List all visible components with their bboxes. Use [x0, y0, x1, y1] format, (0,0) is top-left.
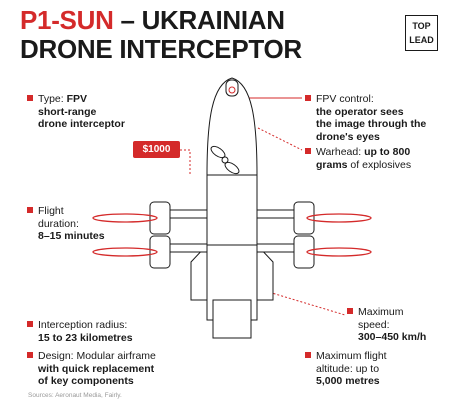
motor-right-top — [293, 201, 315, 235]
motor-left-bottom — [149, 235, 171, 269]
type-line2: short-range — [38, 105, 97, 118]
design-line3: of key components — [38, 375, 134, 387]
warhead-grams: grams — [316, 158, 348, 171]
logo-line1: TOP — [412, 21, 431, 31]
radius-line1: Interception radius: — [38, 319, 128, 331]
leader-line-speed — [261, 289, 346, 316]
design-line2: with quick replacement — [38, 362, 155, 375]
speed-line2: speed: — [358, 318, 390, 331]
drone-fin-right — [256, 243, 274, 301]
callout-type: Type: FPV short-range drone interceptor — [27, 93, 125, 131]
drone-tail — [212, 299, 252, 339]
flight-line3: 8–15 minutes — [38, 230, 105, 242]
type-label: Type: — [38, 93, 67, 105]
altitude-line1: Maximum flight — [316, 350, 387, 362]
logo-line2: LEAD — [409, 35, 434, 45]
title-rest-line1: – UKRAINIAN — [113, 5, 285, 35]
motor-right-bottom — [293, 235, 315, 269]
leader-line-price — [180, 149, 191, 175]
warhead-rest: of explosives — [347, 158, 412, 171]
propeller-right-top — [306, 213, 372, 223]
design-line1: Design: Modular airframe — [38, 350, 156, 362]
callout-marker — [305, 95, 311, 101]
flight-line1: Flight — [38, 205, 64, 217]
drone-camera-lens — [228, 86, 236, 94]
warhead-value: up to 800 — [364, 146, 411, 158]
radius-line2: 15 to 23 kilometres — [38, 331, 133, 344]
type-line3: drone interceptor — [38, 118, 125, 130]
propeller-left-bottom — [92, 247, 158, 257]
leader-line-warhead — [257, 127, 303, 151]
drone-body — [206, 77, 258, 321]
price-tag: $1000 — [133, 141, 180, 158]
propellers — [92, 213, 372, 257]
flight-line2: duration: — [38, 217, 79, 230]
fpv-line1: FPV control: — [316, 93, 374, 105]
callout-marker — [27, 352, 33, 358]
fpv-line4: drone's eyes — [316, 130, 380, 143]
callout-marker — [305, 352, 311, 358]
callout-altitude: Maximum flight altitude: up to 5,000 met… — [305, 350, 387, 388]
type-value: FPV — [66, 93, 88, 105]
callout-marker — [347, 308, 353, 314]
callout-marker — [305, 148, 311, 154]
callout-radius: Interception radius: 15 to 23 kilometres — [27, 319, 133, 344]
drone-fin-left — [190, 243, 208, 301]
title-line2: DRONE INTERCEPTOR — [20, 34, 302, 64]
callout-marker — [27, 95, 33, 101]
warhead-label: Warhead: — [316, 146, 365, 158]
top-lead-logo: TOP LEAD — [405, 15, 438, 51]
callout-design: Design: Modular airframe with quick repl… — [27, 350, 156, 388]
callout-fpv: FPV control: the operator sees the image… — [305, 93, 427, 143]
speed-line3: 300–450 km/h — [358, 331, 427, 343]
altitude-line3: 5,000 metres — [316, 375, 380, 387]
sources-note: Sources: Aeronaut Media, Fairly. — [28, 392, 122, 399]
fpv-line3: the image through the — [316, 118, 427, 130]
drone-outline — [149, 77, 315, 339]
propeller-right-bottom — [306, 247, 372, 257]
speed-line1: Maximum — [358, 306, 404, 318]
title-accent: P1-SUN — [20, 5, 114, 35]
propeller-icon — [210, 145, 240, 175]
callout-warhead: Warhead: up to 800 grams of explosives — [305, 146, 412, 171]
callout-flight: Flight duration: 8–15 minutes — [27, 205, 105, 243]
fpv-line2: the operator sees — [316, 105, 404, 118]
altitude-line2: altitude: up to — [316, 362, 380, 375]
motor-left-top — [149, 201, 171, 235]
callout-speed: Maximum speed: 300–450 km/h — [347, 306, 427, 344]
propeller-left-top — [92, 213, 158, 223]
callout-marker — [27, 321, 33, 327]
callout-marker — [27, 207, 33, 213]
